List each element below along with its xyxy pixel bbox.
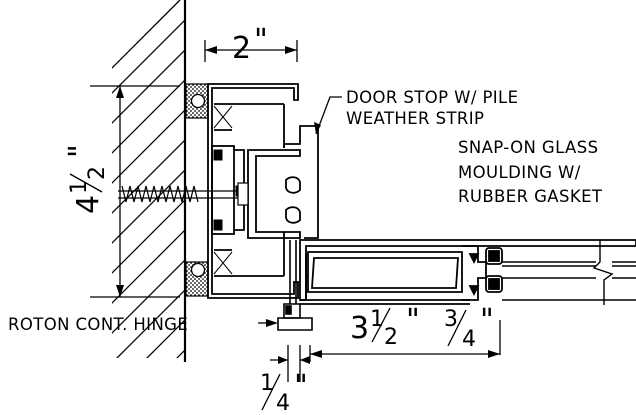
dim-bottom-slash: [261, 373, 281, 411]
dim-right-inch: ": [480, 303, 494, 338]
label-snap-on: SNAP-ON GLASS: [458, 138, 598, 157]
dim-mid-den: 2: [384, 325, 398, 350]
backer-rod-bottom: [190, 262, 206, 278]
label-moulding: MOULDING W/: [458, 163, 581, 182]
label-roton-hinge: ROTON CONT. HINGE: [8, 315, 188, 334]
dim-mid-slash: [371, 307, 391, 343]
dim-height-inch: ": [63, 144, 98, 158]
dim-height-den: 2: [85, 166, 110, 180]
dim-bottom-den: 4: [276, 391, 290, 415]
wall-hatching: [112, 0, 184, 358]
label-rubber-gasket: RUBBER GASKET: [458, 187, 603, 206]
dim-right-slash: [447, 309, 467, 347]
backer-rod-top: [190, 93, 206, 109]
dim-mid-whole: 3: [350, 311, 369, 346]
glazing: [502, 261, 636, 301]
continuous-hinge: [277, 240, 313, 331]
door-stop: [247, 125, 319, 239]
door-stile: [299, 239, 636, 305]
dim-height-num: 1: [67, 180, 92, 194]
break-line: [592, 240, 614, 305]
dim-right-num: 3: [444, 307, 458, 332]
dim-height: 4 1 2 ": [63, 144, 110, 214]
glass-moulding: [462, 245, 503, 301]
anchor-screw: [118, 182, 249, 206]
dim-mid-inch: ": [406, 303, 420, 338]
label-weather-strip: WEATHER STRIP: [346, 109, 484, 128]
leader-arrow-hinge: [266, 319, 278, 327]
dim-height-whole: 4: [71, 195, 106, 214]
dim-right-den: 4: [462, 327, 476, 352]
label-door-stop: DOOR STOP W/ PILE: [346, 88, 518, 107]
dim-bottom-inch: ": [294, 369, 308, 404]
dim-top-inch: ": [254, 23, 268, 58]
dim-bottom-num: 1: [260, 371, 274, 396]
dimension-arrows: [116, 46, 500, 364]
leader-arrow-stop: [314, 122, 321, 134]
dim-top-value: 2: [232, 31, 251, 66]
dim-mid-num: 1: [370, 307, 384, 332]
dimension-lines: [90, 40, 501, 382]
